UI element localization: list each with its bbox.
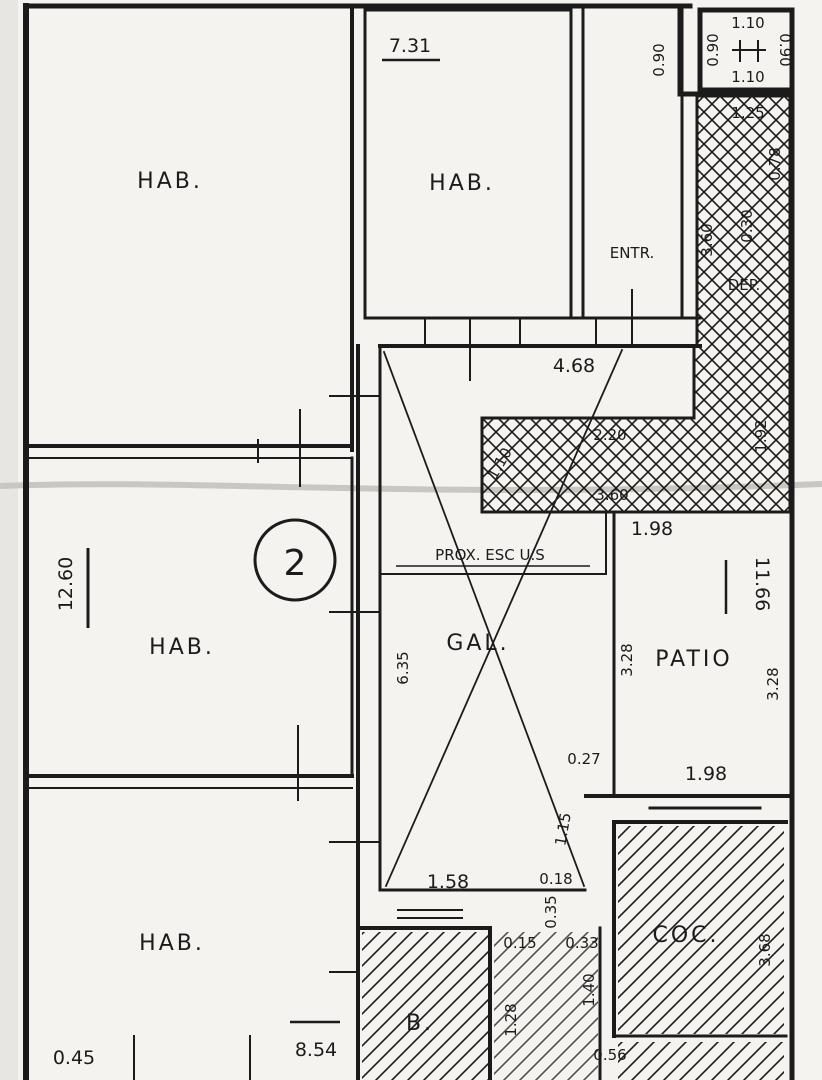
dim-stair-side: 1.40 xyxy=(580,973,598,1006)
dim-gal-height: 6.35 xyxy=(394,651,412,684)
label-deposit: DEP. xyxy=(728,276,761,294)
dim-gal-bottom: 1.58 xyxy=(427,871,469,893)
dim-kitchen-side: 3.68 xyxy=(756,933,774,966)
dim-stair-steps: 1.28 xyxy=(502,1003,520,1036)
dim-dep-right: 0.78 xyxy=(766,147,784,180)
dim-hatch-right: 1.92 xyxy=(752,419,770,452)
label-hab-top-center: HAB. xyxy=(429,171,495,196)
dim-top-width: 7.31 xyxy=(389,35,431,57)
dim-bottom-left: 0.45 xyxy=(53,1047,95,1069)
dim-small-c: 0.18 xyxy=(539,870,572,888)
dim-bottom-width: 8.54 xyxy=(295,1039,337,1061)
diag-bottom-right xyxy=(618,1042,784,1080)
dim-hatch-bottom: 3.60 xyxy=(595,486,628,504)
dim-patio-height-right: 3.28 xyxy=(764,667,782,700)
diag-bath xyxy=(362,932,488,1080)
unit-circle xyxy=(253,518,337,602)
dim-shaft-right: 0.90 xyxy=(776,33,794,66)
window-ticks xyxy=(133,289,633,1080)
dim-dep-top: 1.25 xyxy=(731,104,764,122)
label-entrance: ENTR. xyxy=(610,244,655,262)
walls xyxy=(23,3,795,1080)
dim-small-g: 0.56 xyxy=(593,1046,626,1064)
dim-patio-height-left: 3.28 xyxy=(618,643,636,676)
diag-stair xyxy=(494,932,598,1080)
dim-small-d: 0.35 xyxy=(542,895,560,928)
dim-patio-bottom: 1.98 xyxy=(685,763,727,785)
dim-small-a: 0.27 xyxy=(567,750,600,768)
dim-left-depth: 12.60 xyxy=(55,557,77,611)
label-kitchen: COC. xyxy=(652,923,719,948)
wall-shaft xyxy=(697,7,795,93)
dim-dep-mid: 0.30 xyxy=(738,209,756,242)
dim-shaft-top: 1.10 xyxy=(731,14,764,32)
diag-kitchen xyxy=(618,826,784,1034)
label-gallery: GAL. xyxy=(446,631,509,656)
dim-dep-side: 3.60 xyxy=(698,223,716,256)
dim-hatch-width: 2.20 xyxy=(593,426,626,444)
label-hab-top-left: HAB. xyxy=(137,169,203,194)
shaft-cross xyxy=(732,40,766,62)
dim-hall-width: 4.68 xyxy=(553,355,595,377)
label-patio: PATIO xyxy=(655,647,732,672)
dim-small-f: 0.33 xyxy=(565,934,598,952)
dim-small-e: 0.15 xyxy=(503,934,536,952)
dim-shaft-left: 0.90 xyxy=(704,33,722,66)
dim-small-b: 1.15 xyxy=(551,811,575,847)
dim-entr-depth: 0.90 xyxy=(650,43,668,76)
label-hab-bottom-left: HAB. xyxy=(139,931,205,956)
crosshatch-dep xyxy=(480,94,792,514)
dim-patio-side: 11.66 xyxy=(751,557,773,611)
label-hab-mid-left: HAB. xyxy=(149,635,215,660)
gal-x-1 xyxy=(382,350,586,888)
label-bath: B. xyxy=(406,1011,434,1036)
dim-patio-top: 1.98 xyxy=(631,518,673,540)
wall-shaft-inner xyxy=(677,7,795,97)
unit-number: 2 xyxy=(284,543,307,584)
label-stair-note: PROX. ESC U.S xyxy=(435,546,545,564)
dim-shaft-bottom: 1.10 xyxy=(731,68,764,86)
wall-stair-box xyxy=(379,511,607,575)
